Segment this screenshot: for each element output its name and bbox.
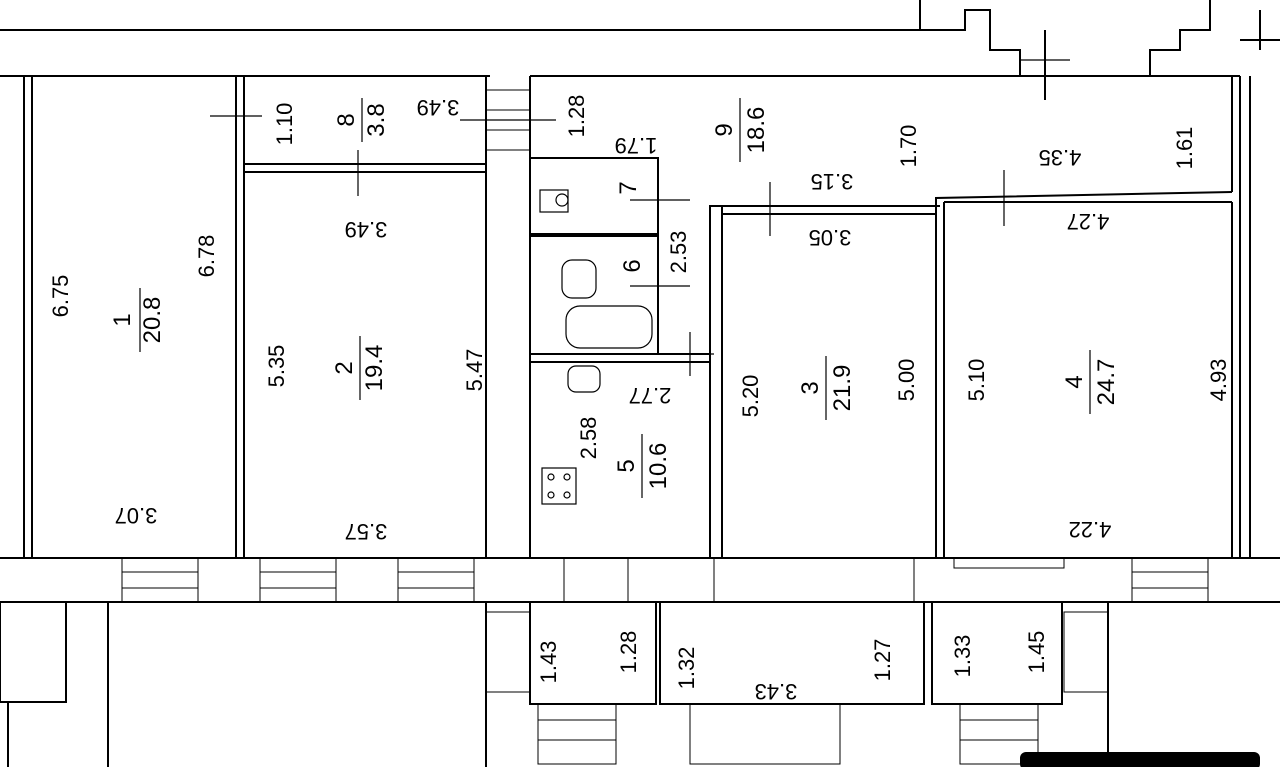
svg-text:8: 8 xyxy=(333,113,360,126)
dim-r2-bottom: 3.57 xyxy=(345,519,388,544)
sink-icon xyxy=(561,259,597,299)
dim-r9-d: 1.70 xyxy=(896,125,921,168)
dim-r9-b: 1.79 xyxy=(615,133,658,158)
room-label-3: 3 21.9 xyxy=(797,356,856,420)
dim-r9-f: 1.61 xyxy=(1172,127,1197,170)
dim-r8-height: 1.10 xyxy=(272,103,297,146)
dim-b2: 1.28 xyxy=(616,631,641,674)
dim-r4-left: 5.10 xyxy=(964,359,989,402)
dim-r6-7: 2.53 xyxy=(666,231,691,274)
toilet-icon xyxy=(539,189,569,213)
room-label-9: 9 18.6 xyxy=(711,98,770,162)
svg-text:19.4: 19.4 xyxy=(361,345,388,392)
dim-r5-left: 2.58 xyxy=(576,417,601,460)
room-label-6: 6 xyxy=(619,259,646,272)
bathtub-icon xyxy=(565,305,653,349)
lower-area xyxy=(0,601,1260,767)
svg-text:6: 6 xyxy=(619,259,646,272)
room-label-4: 4 24.7 xyxy=(1061,350,1120,414)
dim-r8-width: 3.49 xyxy=(417,95,460,120)
svg-text:10.6: 10.6 xyxy=(645,443,672,490)
dim-b5: 1.27 xyxy=(870,639,895,682)
dim-r2-top: 3.49 xyxy=(345,217,388,242)
kitchen-sink-icon xyxy=(567,365,601,393)
dimension-labels-inverted: 3.07 3.49 3.57 3.49 1.79 3.15 4.35 3.05 … xyxy=(115,95,1112,704)
svg-text:2: 2 xyxy=(331,361,358,374)
svg-text:3.8: 3.8 xyxy=(363,103,390,136)
room-label-1: 1 20.8 xyxy=(109,288,166,352)
dim-r4-top: 4.27 xyxy=(1067,209,1110,234)
dim-b4: 3.43 xyxy=(755,679,798,704)
dim-b3: 1.32 xyxy=(674,647,699,690)
windows xyxy=(121,89,1209,603)
svg-text:21.9: 21.9 xyxy=(829,365,856,412)
room-label-5: 5 10.6 xyxy=(613,434,672,498)
dim-r9-c: 3.15 xyxy=(811,169,854,194)
door-marks xyxy=(210,115,1005,376)
svg-text:1: 1 xyxy=(109,313,136,326)
stove-icon xyxy=(541,467,577,505)
top-exterior xyxy=(0,0,1280,100)
svg-text:4: 4 xyxy=(1061,375,1088,388)
room-label-8: 8 3.8 xyxy=(333,98,390,142)
dim-b1: 1.43 xyxy=(536,641,561,684)
svg-text:18.6: 18.6 xyxy=(743,107,770,154)
dim-r4-right: 4.93 xyxy=(1206,359,1231,402)
room-label-2: 2 19.4 xyxy=(331,336,388,400)
svg-text:3: 3 xyxy=(797,381,824,394)
dim-r5-top: 2.77 xyxy=(629,383,672,408)
dim-r9-e: 4.35 xyxy=(1039,145,1082,170)
dim-b6: 1.33 xyxy=(950,635,975,678)
dim-r1-bottom: 3.07 xyxy=(115,503,158,528)
dim-r9-a: 1.28 xyxy=(564,95,589,138)
svg-text:24.7: 24.7 xyxy=(1093,359,1120,406)
room-label-7: 7 xyxy=(615,181,642,194)
fixtures xyxy=(539,189,653,505)
dim-r2-left: 5.35 xyxy=(264,345,289,388)
dim-r3-top: 3.05 xyxy=(809,225,852,250)
dim-r3-right: 5.00 xyxy=(894,359,919,402)
svg-text:20.8: 20.8 xyxy=(139,297,166,344)
svg-text:7: 7 xyxy=(615,181,642,194)
dim-r2-right: 5.47 xyxy=(462,349,487,392)
dim-r1-left: 6.75 xyxy=(48,275,73,318)
dimension-labels-vertical: 6.75 6.78 5.35 5.47 1.10 1.28 1.70 1.61 … xyxy=(48,95,1231,690)
dim-r4-bottom: 4.22 xyxy=(1069,517,1112,542)
svg-text:9: 9 xyxy=(711,123,738,136)
svg-text:5: 5 xyxy=(613,459,640,472)
dim-r3-left: 5.20 xyxy=(738,375,763,418)
dim-b7: 1.45 xyxy=(1024,631,1049,674)
dim-r1-right: 6.78 xyxy=(194,235,219,278)
